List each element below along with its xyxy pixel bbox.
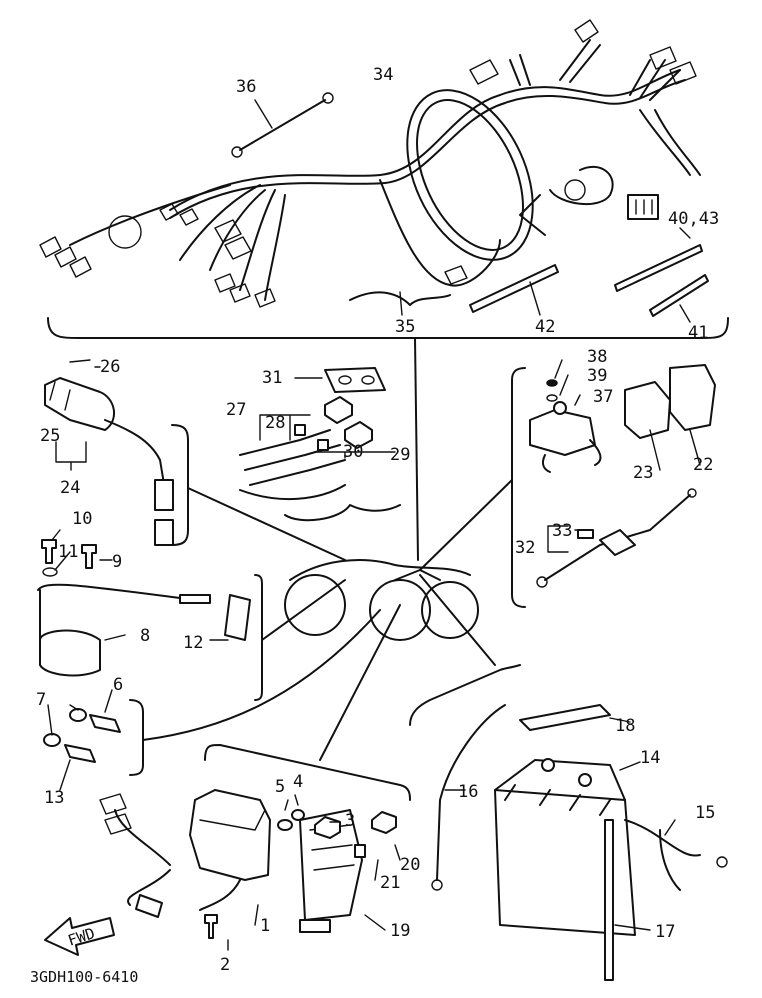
callout-1: 1 (260, 916, 270, 936)
callout-2: 2 (220, 955, 230, 975)
callout-27: 27 (226, 400, 246, 420)
bracket-12 (254, 574, 263, 701)
callout-35: 35 (395, 317, 415, 337)
callout-26: 26 (100, 357, 120, 377)
band-40-43 (614, 244, 703, 292)
lead-wire-36 (239, 99, 326, 151)
callout-38: 38 (587, 347, 607, 367)
wire-35 (349, 291, 451, 306)
callout-19: 19 (390, 921, 410, 941)
bolt-9 (81, 544, 97, 569)
callout-16: 16 (458, 782, 478, 802)
callout-9: 9 (112, 552, 122, 572)
gasket-31 (324, 367, 386, 393)
bracket-6-7 (129, 699, 144, 776)
motorcycle-outline (284, 559, 479, 641)
callout-12: 12 (183, 633, 203, 653)
callout-37: 37 (593, 387, 613, 407)
callout-42: 42 (535, 317, 555, 337)
bracket-battery (409, 664, 521, 726)
ignition-coil-8 (37, 583, 251, 677)
battery-group (431, 704, 728, 981)
callout-30: 30 (343, 442, 363, 462)
callout-18: 18 (615, 716, 635, 736)
callout-10: 10 (72, 509, 92, 529)
band-42 (469, 264, 559, 313)
callout-21: 21 (380, 873, 400, 893)
callout-15: 15 (695, 803, 715, 823)
band-41 (649, 274, 709, 317)
cdi-unit-group (99, 789, 397, 939)
callout-40-43: 40,43 (668, 209, 719, 229)
callout-31: 31 (262, 368, 282, 388)
spark-plug-cap-assembly (44, 359, 174, 546)
callout-25: 25 (40, 426, 60, 446)
callout-22: 22 (693, 455, 713, 475)
fwd-arrow-icon (44, 917, 115, 956)
wire-harness (39, 19, 701, 308)
group-brace-top (47, 317, 729, 339)
callout-32: 32 (515, 538, 535, 558)
callout-11: 11 (58, 542, 78, 562)
callout-14: 14 (640, 748, 660, 768)
callout-24: 24 (60, 478, 80, 498)
bolt-10 (41, 539, 57, 564)
callout-36: 36 (236, 77, 256, 97)
wire-lead-27-30 (239, 396, 396, 500)
callout-23: 23 (633, 463, 653, 483)
callout-6: 6 (113, 675, 123, 695)
callout-8: 8 (140, 626, 150, 646)
bracket-24 (171, 424, 189, 546)
callout-28: 28 (265, 413, 285, 433)
bracket-cdi (204, 744, 411, 801)
callout-41: 41 (688, 323, 708, 343)
callout-3: 3 (345, 811, 355, 831)
callout-20: 20 (400, 855, 420, 875)
callout-17: 17 (655, 922, 675, 942)
drawing-code: 3GDH100-6410 (30, 968, 138, 986)
callout-29: 29 (390, 445, 410, 465)
callout-4: 4 (293, 772, 303, 792)
callout-5: 5 (275, 777, 285, 797)
switch-parts (43, 689, 121, 791)
bracket-relay (511, 367, 526, 608)
callout-34: 34 (373, 65, 393, 85)
relay-group (529, 364, 716, 588)
callout-13: 13 (44, 788, 64, 808)
callout-39: 39 (587, 366, 607, 386)
callout-labels: 36 34 40,43 35 42 41 26 31 27 28 30 29 2… (36, 65, 719, 975)
callout-7: 7 (36, 690, 46, 710)
callout-33: 33 (552, 521, 572, 541)
